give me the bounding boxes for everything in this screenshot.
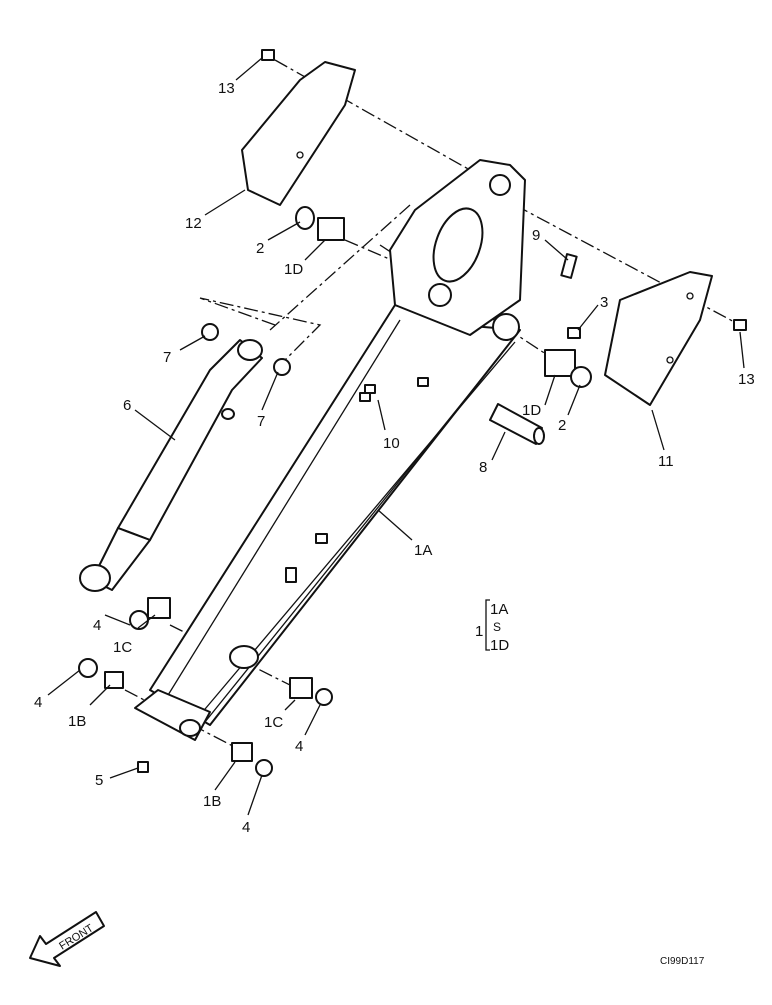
callout-11: 11 (658, 453, 674, 470)
bolt-9 (560, 253, 578, 279)
callout-2-right: 2 (558, 417, 566, 434)
callout-4-b: 4 (34, 694, 42, 711)
leader-lines (47, 57, 745, 816)
front-arrow: FRONT (29, 911, 105, 967)
callout-8: 8 (479, 459, 487, 476)
boom-arm-1a (134, 159, 526, 741)
drawing-number: CI99D117 (660, 956, 705, 967)
callout-6: 6 (123, 397, 131, 414)
assembly-key-first: 1A (490, 601, 508, 618)
callout-13-top: 13 (218, 80, 235, 97)
callout-1a: 1A (414, 542, 432, 559)
assembly-key-last: 1D (490, 637, 509, 654)
callout-1b-left: 1B (68, 713, 86, 730)
callout-1b-bottom: 1B (203, 793, 221, 810)
callout-2-top: 2 (256, 240, 264, 257)
callout-4-c: 4 (295, 738, 303, 755)
callout-1c-left: 1C (113, 639, 132, 656)
pin-8 (489, 403, 545, 445)
assembly-key-range: S (493, 620, 501, 634)
callout-7-left: 7 (163, 349, 171, 366)
assembly-key: 1 1A S 1D (475, 599, 509, 654)
callouts: 13 12 2 1D 9 3 13 7 7 6 10 1D 2 11 8 1A … (34, 80, 755, 836)
cylinder-6 (79, 339, 263, 592)
washers-7 (201, 323, 291, 376)
cover-plate-11 (604, 271, 713, 406)
bolt-13-right (733, 319, 747, 331)
callout-13-right: 13 (738, 371, 755, 388)
callout-5: 5 (95, 772, 103, 789)
grease-fitting-3 (567, 327, 581, 339)
callout-4-a: 4 (93, 617, 101, 634)
bolt-13-top (261, 49, 275, 61)
grease-fitting-5 (137, 761, 149, 773)
callout-12: 12 (185, 215, 202, 232)
assembly-key-parent: 1 (475, 623, 483, 640)
callout-1d-right: 1D (522, 402, 541, 419)
callout-3: 3 (600, 294, 608, 311)
callout-10: 10 (383, 435, 400, 452)
callout-9: 9 (532, 227, 540, 244)
callout-1d-top: 1D (284, 261, 303, 278)
cover-plate-12 (241, 61, 356, 206)
callout-1c-right: 1C (264, 714, 283, 731)
callout-4-d: 4 (242, 819, 250, 836)
callout-7-right: 7 (257, 413, 265, 430)
